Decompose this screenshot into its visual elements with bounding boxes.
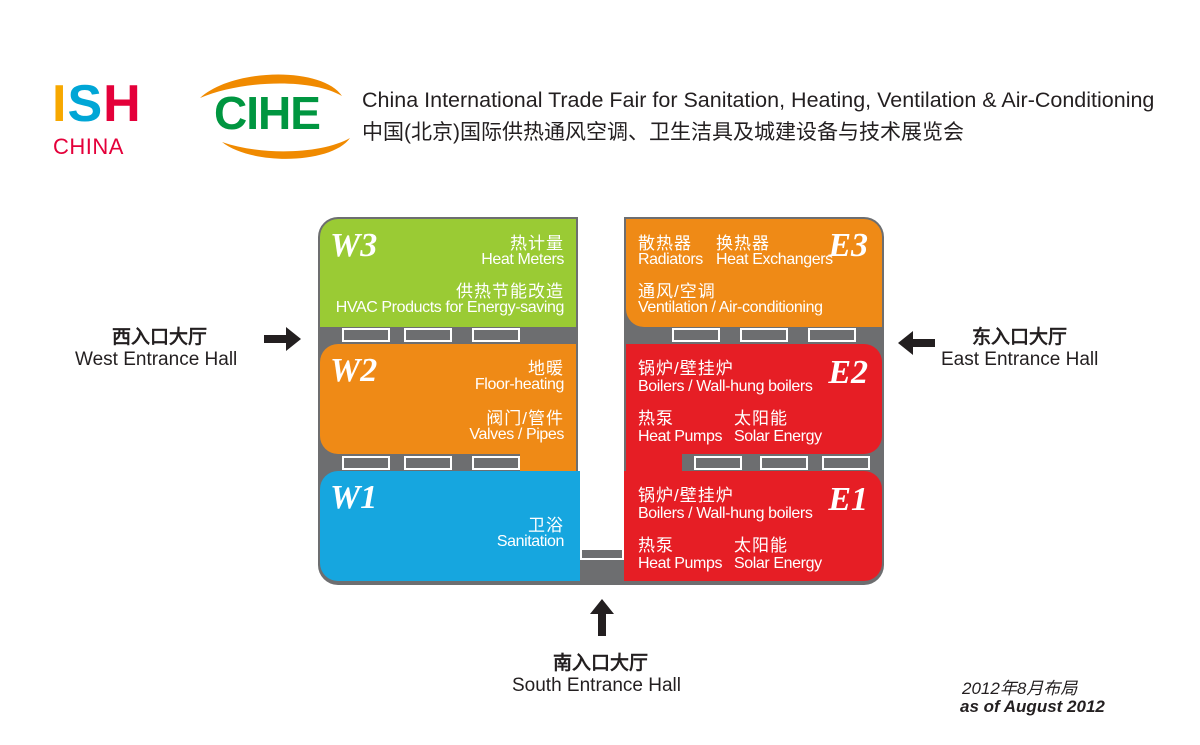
w2-cn-floor-heating: 地暖 (528, 359, 564, 378)
ish-letter-i: I (52, 75, 68, 133)
w3-en-heat-meters: Heat Meters (481, 251, 564, 268)
connector-w3-w2-1 (342, 328, 390, 342)
hall-w3[interactable]: W3 热计量 Heat Meters 供热节能改造 HVAC Products … (320, 219, 576, 327)
ish-letter-h: H (103, 75, 142, 133)
e3-cn-ventilation: 通风/空调 (638, 282, 716, 301)
hall-e3[interactable]: E3 散热器 换热器 Radiators Heat Exchangers 通风/… (626, 219, 882, 327)
w1-en-sanitation: Sanitation (496, 533, 565, 550)
west-entrance-en: West Entrance Hall (75, 349, 238, 370)
e3-cn-heat-exchangers: 换热器 (716, 234, 770, 253)
hall-e2-extension (626, 452, 682, 471)
hall-w2-label: W2 (330, 352, 378, 389)
e3-en-ventilation: Ventilation / Air-conditioning (638, 299, 823, 316)
e1-en-heat-pumps: Heat Pumps (638, 555, 723, 572)
cihe-swoosh-icon (200, 74, 350, 159)
e2-cn-heat-pumps: 热泵 (638, 409, 674, 428)
connector-e3-e2-2 (740, 328, 788, 342)
ish-china-subtitle: CHINA (53, 134, 124, 159)
e2-cn-solar: 太阳能 (734, 409, 788, 428)
w2-en-valves: Valves / Pipes (469, 426, 564, 443)
w3-cn-energy-saving: 供热节能改造 (456, 282, 564, 301)
connector-e3-e2-1 (672, 328, 720, 342)
e1-cn-boilers: 锅炉/壁挂炉 (638, 486, 734, 505)
south-arrow-icon (590, 599, 614, 636)
connector-e2-e1-1 (694, 456, 742, 470)
connector-w2-w1-1 (342, 456, 390, 470)
w3-en-energy-saving: HVAC Products for Energy-saving (335, 299, 565, 316)
ish-china-logo: ISH CHINA (52, 78, 172, 168)
hall-e1-label: E1 (828, 481, 868, 518)
connector-w3-w2-2 (404, 328, 452, 342)
e2-cn-boilers: 锅炉/壁挂炉 (638, 359, 734, 378)
east-entrance-en: East Entrance Hall (941, 349, 1099, 370)
hall-w2-extension (520, 452, 576, 471)
w2-en-floor-heating: Floor-heating (474, 376, 564, 393)
hall-w3-label: W3 (330, 227, 378, 264)
ish-letters: ISH (52, 78, 172, 130)
e2-en-heat-pumps: Heat Pumps (638, 428, 723, 445)
w2-cn-valves: 阀门/管件 (486, 409, 564, 428)
fair-title-chinese: 中国(北京)国际供热通风空调、卫生洁具及城建设备与技术展览会 (362, 121, 964, 144)
hall-e2-label: E2 (828, 354, 868, 391)
connector-e2-e1-3 (822, 456, 870, 470)
west-entrance-cn: 西入口大厅 (112, 327, 208, 348)
south-entrance-cn: 南入口大厅 (553, 653, 649, 674)
hall-e2[interactable]: E2 锅炉/壁挂炉 Boilers / Wall-hung boilers 热泵… (626, 344, 882, 454)
hall-w1-label: W1 (330, 479, 378, 516)
central-corridor (578, 217, 624, 556)
west-arrow-icon (264, 327, 301, 351)
east-entrance-cn: 东入口大厅 (972, 327, 1068, 348)
hall-e3-label: E3 (828, 227, 868, 264)
cihe-logo: CIHE (192, 68, 354, 164)
e3-en-radiators: Radiators (638, 251, 703, 268)
e2-en-boilers: Boilers / Wall-hung boilers (638, 378, 813, 395)
e1-en-solar: Solar Energy (734, 555, 822, 572)
w1-cn-sanitation: 卫浴 (528, 516, 564, 535)
ish-letter-s: S (67, 75, 104, 133)
e2-en-solar: Solar Energy (734, 428, 822, 445)
connector-w2-w1-2 (404, 456, 452, 470)
connector-w1-e1 (580, 548, 624, 560)
hall-w1[interactable]: W1 卫浴 Sanitation (320, 471, 580, 581)
w3-cn-heat-meters: 热计量 (510, 234, 564, 253)
connector-e2-e1-2 (760, 456, 808, 470)
layout-date-en: as of August 2012 (960, 697, 1105, 716)
e1-cn-solar: 太阳能 (734, 536, 788, 555)
east-arrow-icon (898, 331, 935, 355)
layout-date-cn: 2012年8月布局 (962, 679, 1078, 698)
hall-w2[interactable]: W2 地暖 Floor-heating 阀门/管件 Valves / Pipes (320, 344, 576, 454)
south-entrance-en: South Entrance Hall (512, 675, 681, 696)
e3-en-heat-exchangers: Heat Exchangers (716, 251, 833, 268)
e3-cn-radiators: 散热器 (638, 234, 692, 253)
connector-w2-w1-3 (472, 456, 520, 470)
cihe-wordmark: CIHE (214, 87, 321, 139)
e1-en-boilers: Boilers / Wall-hung boilers (638, 505, 813, 522)
connector-e3-e2-3 (808, 328, 856, 342)
e1-cn-heat-pumps: 热泵 (638, 536, 674, 555)
fair-title-english: China International Trade Fair for Sanit… (362, 88, 1155, 112)
hall-e1[interactable]: E1 锅炉/壁挂炉 Boilers / Wall-hung boilers 热泵… (624, 471, 882, 581)
connector-w3-w2-3 (472, 328, 520, 342)
